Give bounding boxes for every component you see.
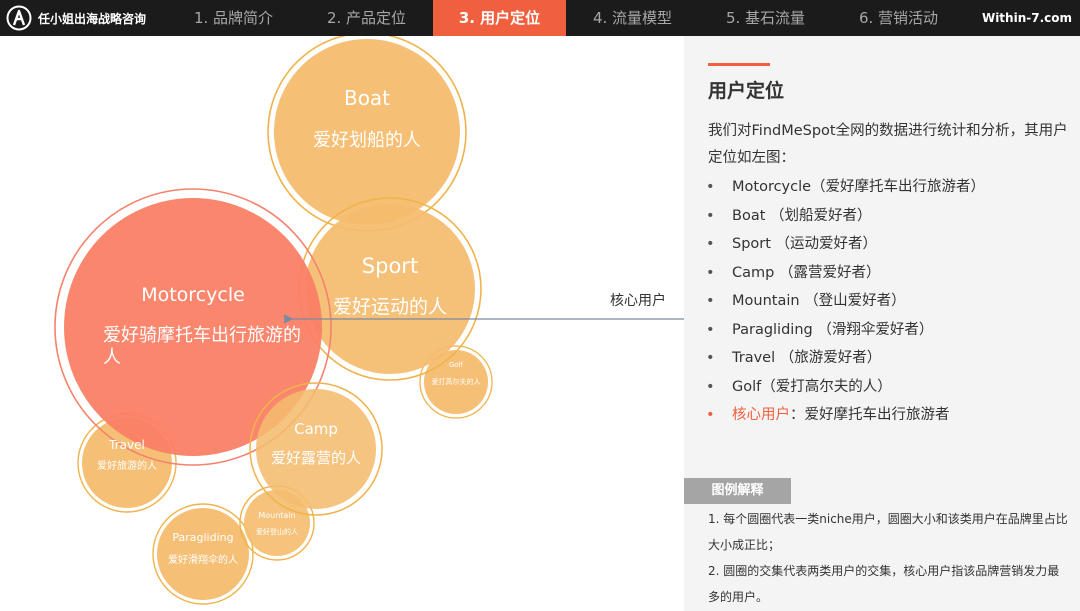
bubble-desc-golf: 爱打高尔夫的人	[431, 378, 481, 386]
list-item-core-user: • 核心用户：爱好摩托车出行旅游者	[706, 401, 985, 430]
bullet-icon: •	[706, 179, 715, 195]
bullet-icon: •	[706, 293, 715, 309]
bubble-diagram: Boat 爱好划船的人 Sport 爱好运动的人 Motorcycle 爱好骑摩…	[0, 36, 1080, 611]
bubble-label-travel: Travel	[109, 438, 145, 452]
bubble-mountain[interactable]	[244, 490, 310, 556]
bubble-label-motorcycle: Motorcycle	[141, 284, 245, 306]
top-nav-bar: 任小姐出海战略咨询 1. 品牌简介 2. 产品定位 3. 用户定位 4. 流量模…	[0, 0, 1080, 36]
site-url[interactable]: Within-7.com	[981, 11, 1072, 25]
list-item: • Golf（爱打高尔夫的人）	[706, 373, 985, 402]
bubble-motorcycle-ring	[54, 188, 332, 466]
bubble-golf-ring	[419, 345, 493, 419]
legend-note-2: 2. 圆圈的交集代表两类用户的交集，核心用户指该品牌营销发力最多的用户。	[708, 564, 1060, 604]
panel-intro: 我们对FindMeSpot全网的数据进行统计和分析，其用户定位如左图：	[708, 123, 1068, 166]
bubble-desc-paragliding: 爱好滑翔伞的人	[168, 555, 238, 566]
bubble-diagram-svg	[54, 36, 685, 605]
legend-title: 图例解释	[684, 478, 791, 504]
bubble-label-paragliding: Paragliding	[172, 531, 234, 544]
tab-marketing-activities[interactable]: 6. 营销活动	[858, 9, 939, 27]
tab-base-traffic[interactable]: 5. 基石流量	[725, 9, 806, 27]
bubble-golf[interactable]	[424, 350, 488, 414]
list-item: • Travel （旅游爱好者）	[706, 344, 985, 373]
bullet-icon: •	[706, 350, 715, 366]
bubble-label-camp: Camp	[294, 420, 338, 438]
bullet-icon: •	[706, 207, 715, 224]
core-user-highlight: 核心用户	[732, 407, 790, 423]
bubble-desc-camp: 爱好露营的人	[270, 449, 361, 467]
panel-title: 用户定位	[708, 80, 785, 102]
list-item-text: Travel （旅游爱好者）	[732, 350, 882, 366]
list-item: • Camp （露营爱好者）	[706, 259, 985, 288]
bubble-desc-mountain: 爱好登山的人	[256, 528, 298, 536]
list-item: • Mountain （登山爱好者）	[706, 287, 985, 316]
bubble-paragliding[interactable]	[157, 508, 249, 600]
bubble-sport[interactable]	[305, 204, 475, 374]
list-item: • Sport （运动爱好者）	[706, 230, 985, 259]
brand-logo-icon	[6, 5, 32, 31]
list-item-text: Boat （划船爱好者）	[732, 207, 872, 224]
brand-name: 任小姐出海战略咨询	[38, 11, 147, 26]
tab-user-positioning[interactable]: 3. 用户定位	[433, 0, 566, 36]
list-item-text: Mountain （登山爱好者）	[732, 293, 906, 309]
list-item-text: Sport （运动爱好者）	[732, 236, 878, 252]
bubble-label-boat: Boat	[343, 86, 391, 110]
brand[interactable]: 任小姐出海战略咨询	[6, 5, 146, 31]
list-item-text: Motorcycle（爱好摩托车出行旅游者）	[732, 179, 986, 195]
list-item: • Paragliding （滑翔伞爱好者）	[706, 316, 985, 345]
bubble-desc-sport: 爱好运动的人	[332, 296, 447, 318]
list-item-text: Camp （露营爱好者）	[732, 264, 881, 281]
list-item: • Boat （划船爱好者）	[706, 202, 985, 231]
core-user-text: 爱好摩托车出行旅游者	[804, 407, 950, 423]
bubble-boat[interactable]	[274, 39, 460, 225]
bubble-paragliding-ring	[152, 503, 254, 605]
list-item-text: Golf（爱打高尔夫的人）	[732, 378, 892, 395]
core-user-label: 核心用户	[610, 293, 666, 309]
bullet-icon: •	[706, 264, 715, 281]
tab-traffic-model[interactable]: 4. 流量模型	[592, 9, 673, 27]
list-item: • Motorcycle（爱好摩托车出行旅游者）	[706, 173, 985, 202]
bubble-desc-travel: 爱好旅游的人	[97, 461, 157, 472]
bullet-icon: •	[706, 236, 715, 252]
user-segment-list: • Motorcycle（爱好摩托车出行旅游者） • Boat （划船爱好者） • S…	[706, 173, 985, 430]
core-user-separator: ：	[790, 407, 805, 423]
bubble-label-mountain: Mountain	[258, 511, 296, 520]
tab-product-positioning[interactable]: 2. 产品定位	[326, 9, 407, 27]
info-panel: 用户定位 我们对FindMeSpot全网的数据进行统计和分析，其用户定位如左图：…	[684, 36, 1080, 611]
bullet-icon: •	[706, 378, 715, 395]
bubble-desc-boat: 爱好划船的人	[313, 130, 421, 151]
list-item-text: Paragliding （滑翔伞爱好者）	[732, 321, 934, 338]
legend-notes: 1. 每个圆圈代表一类niche用户，圆圈大小和该类用户在品牌里占比大小成正比；…	[708, 506, 1068, 610]
bubble-desc-motorcycle: 爱好骑摩托车出行旅游的人	[103, 325, 301, 368]
bubble-label-golf: Golf	[448, 361, 464, 369]
bubble-camp-ring	[249, 382, 383, 516]
bubble-label-sport: Sport	[361, 254, 419, 278]
bubble-camp[interactable]	[256, 389, 376, 509]
bullet-icon: •	[706, 407, 715, 423]
title-accent-bar	[708, 63, 770, 66]
legend-note-1: 1. 每个圆圈代表一类niche用户，圆圈大小和该类用户在品牌里占比大小成正比；	[708, 512, 1068, 552]
bubble-motorcycle[interactable]	[64, 198, 322, 456]
tab-brand-intro[interactable]: 1. 品牌简介	[193, 9, 274, 27]
bullet-icon: •	[706, 321, 715, 338]
